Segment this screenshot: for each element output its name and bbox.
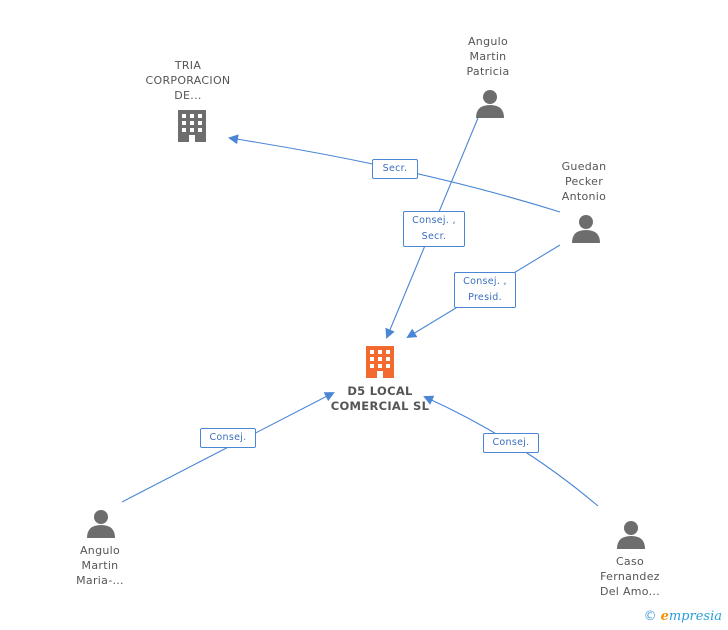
person-label-caso[interactable]: Caso Fernandez Del Amo... [599,555,661,598]
company-label-tria[interactable]: TRIA CORPORACION DE... [145,59,231,102]
edge-label-consej-right: Consej. [483,433,539,453]
main-company-building-icon[interactable] [364,344,396,380]
edge-label-consej-left: Consej. [200,428,256,448]
edge-label-consej-presid: Consej. , Presid. [454,272,516,308]
person-icon[interactable] [86,508,116,538]
brand-e: e [660,609,669,624]
person-label-angulo-maria[interactable]: Angulo Martin Maria-... [76,544,124,587]
person-icon[interactable] [571,213,601,243]
copyright-icon: © [643,609,657,624]
main-company-label[interactable]: D5 LOCAL COMERCIAL SL [330,384,430,413]
brand-rest: mpresia [668,609,722,624]
person-icon[interactable] [616,519,646,549]
edge-label-secr: Secr. [372,159,418,179]
company-building-icon[interactable] [176,108,208,144]
person-icon[interactable] [475,88,505,118]
person-label-guedan[interactable]: Guedan Pecker Antonio [561,160,607,203]
person-label-angulo-patricia[interactable]: Angulo Martin Patricia [466,35,510,78]
edge-label-consej-secr: Consej. , Secr. [403,211,465,247]
empresia-brand[interactable]: ©empresia [644,609,722,624]
